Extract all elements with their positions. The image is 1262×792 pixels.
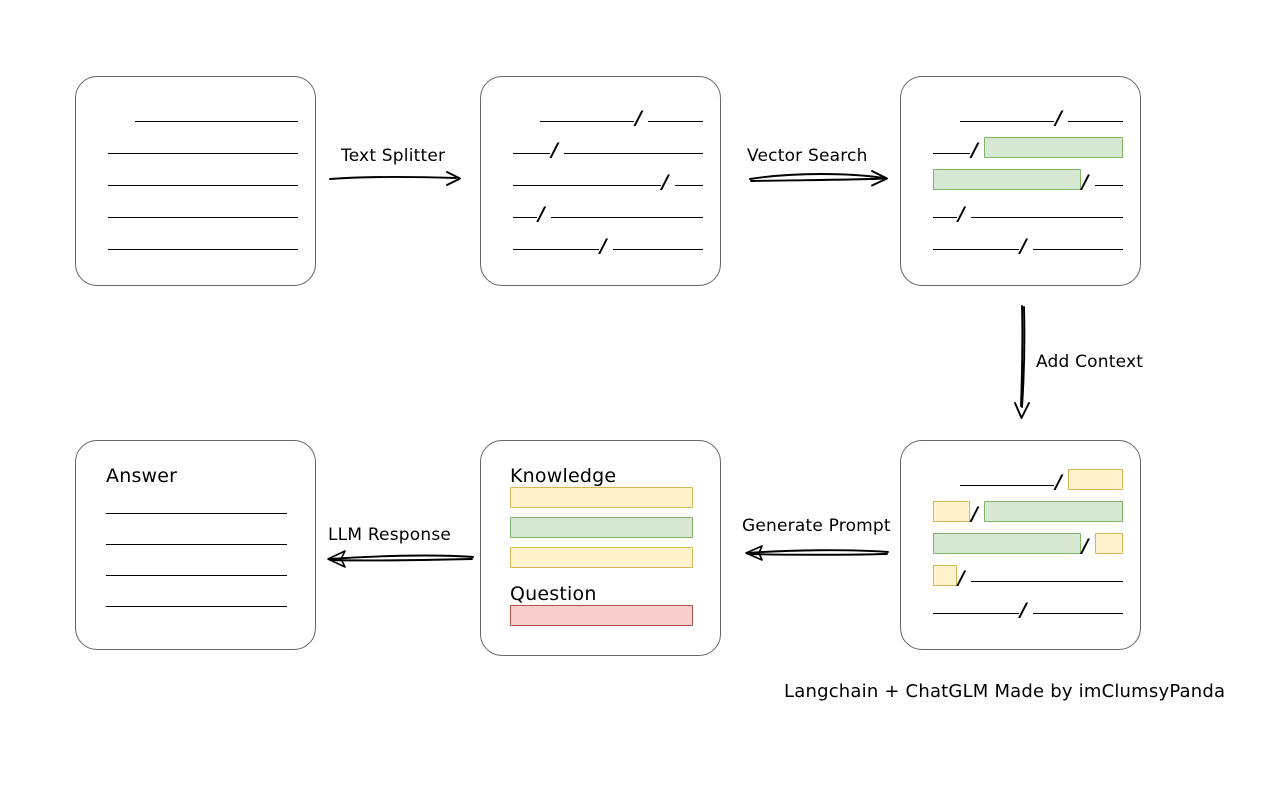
text-line [513,249,599,250]
slash-separator: / [635,107,643,130]
generate-prompt-arrow [745,545,889,561]
add-context-arrow [1014,305,1030,419]
matched-chunks-box[interactable]: / / / / / [900,76,1141,286]
footer-credit: Langchain + ChatGLM Made by imClumsyPand… [784,681,1226,702]
text-line [1032,249,1124,250]
text-line [959,121,1055,122]
arrow-label-add-context: Add Context [1036,352,1144,372]
slash-separator: / [958,203,965,226]
text-line [612,249,704,250]
question-heading: Question [510,583,597,605]
text-line [106,606,287,607]
text-line [933,153,971,154]
text-line [648,121,704,122]
text-line [106,575,287,576]
text-line [1068,121,1124,122]
text-line [108,153,299,154]
slash-separator: / [1019,599,1027,622]
text-line [1094,185,1124,186]
arrow-label-generate-prompt: Generate Prompt [742,516,891,536]
generated-prompt-box[interactable]: Knowledge Question [480,440,721,656]
text-line [551,217,704,218]
arrow-label-llm-response: LLM Response [328,525,452,545]
slash-separator: / [551,139,559,162]
text-line [513,217,538,218]
split-chunks-box[interactable]: / / / / / [480,76,721,286]
text-line [108,217,299,218]
slash-separator: / [1081,535,1089,558]
chunk-yellow [933,501,971,522]
text-line [933,217,958,218]
text-line [933,249,1019,250]
text-line [933,613,1019,614]
slash-separator: / [958,567,965,590]
slash-separator: / [1055,107,1063,130]
arrow-label-vector-search: Vector Search [747,146,868,166]
text-line [108,249,299,250]
chunk-green [933,533,1081,554]
source-document-box[interactable] [75,76,316,286]
knowledge-bar [510,547,693,568]
text-line [971,581,1124,582]
chunk-yellow [1068,469,1124,490]
knowledge-heading: Knowledge [510,465,617,487]
chunk-green [933,169,1081,190]
knowledge-bar [510,517,693,538]
chunk-green [984,501,1124,522]
slash-separator: / [971,503,979,526]
llm-response-arrow [327,550,474,568]
text-line [971,217,1124,218]
text-line [674,185,704,186]
answer-box[interactable]: Answer [75,440,316,650]
slash-separator: / [538,203,545,226]
text-line [513,185,661,186]
slash-separator: / [1055,471,1063,494]
slash-separator: / [971,139,979,162]
text-line [539,121,635,122]
question-bar [510,605,693,626]
answer-heading: Answer [106,465,178,487]
slash-separator: / [1081,171,1089,194]
text-line [564,153,704,154]
chunk-yellow [933,565,958,586]
text-line [106,513,287,514]
knowledge-bar [510,487,693,508]
text-splitter-arrow [329,171,461,186]
arrow-label-text-splitter: Text Splitter [341,146,446,166]
text-line [959,485,1055,486]
text-line [108,185,299,186]
text-line [134,121,299,122]
slash-separator: / [1019,235,1027,258]
slash-separator: / [661,171,669,194]
text-line [513,153,551,154]
vector-search-arrow [749,170,888,187]
chunk-yellow [1094,533,1124,554]
chunk-green [984,137,1124,158]
text-line [1032,613,1124,614]
text-line [106,544,287,545]
context-chunks-box[interactable]: / / / / / [900,440,1141,650]
slash-separator: / [599,235,607,258]
